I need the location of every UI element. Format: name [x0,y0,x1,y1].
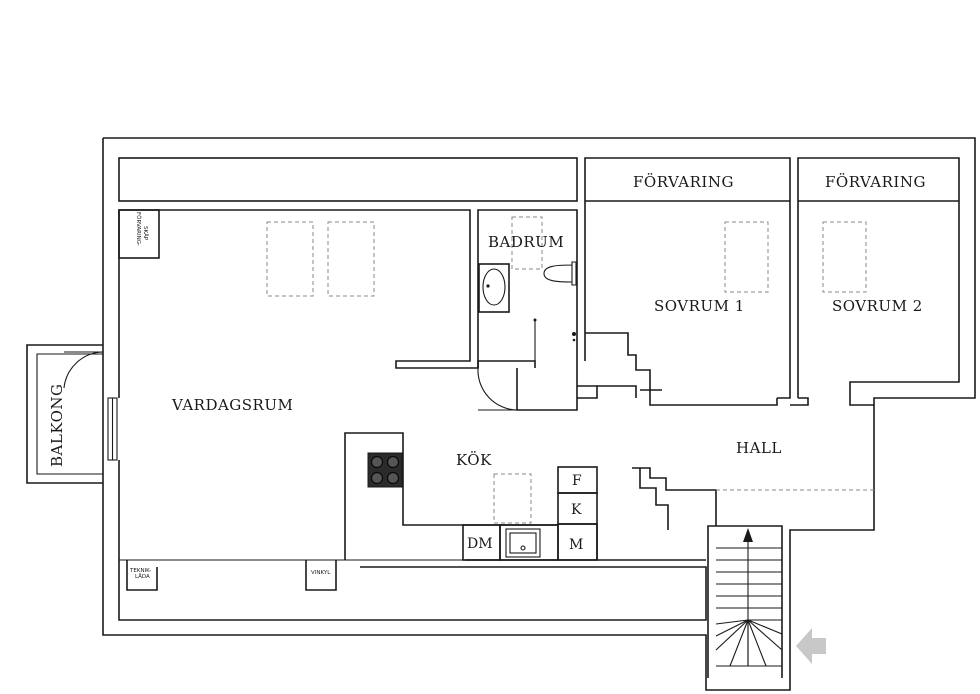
label-badrum: BADRUM [488,233,564,251]
label-forvaring-1: FÖRVARING [633,173,734,191]
top-storage-strip [118,157,578,202]
label-f: F [572,473,582,489]
vinkyl: VINKYL [305,560,337,591]
kitchen-sink-icon [505,528,541,558]
label-dm: DM [467,536,493,552]
forvaringsskap: FÖRVARING- SKÅP [118,209,160,259]
label-kok: KÖK [456,451,492,469]
forvaringsskap-label-2: SKÅP [142,226,149,241]
bedroom-2 [790,157,960,406]
bottom-storage-strip [118,559,707,621]
label-sovrum-1: SOVRUM 1 [654,297,745,315]
label-m: M [569,537,583,553]
bedroom-1 [577,157,791,406]
sink-icon [478,263,510,313]
label-forvaring-2: FÖRVARING [825,173,926,191]
label-k: K [571,502,582,518]
label-balkong: BALKONG [48,383,66,467]
stair-direction-arrow-icon [743,528,753,542]
balcony [26,344,118,484]
entrance-arrow-icon [796,628,826,664]
staircase [715,528,783,667]
label-hall: HALL [736,439,782,457]
label-sovrum-2: SOVRUM 2 [832,297,923,315]
living-room-walls [118,209,578,560]
stove-icon [367,452,403,488]
teknik-lada: TEKNIK- LÅDA [126,560,158,591]
label-vardagsrum: VARDAGSRUM [171,396,293,414]
hall [632,467,874,530]
teknik-label-1: TEKNIK- [129,568,151,574]
outer-walls [102,137,976,691]
kitchen [344,432,706,561]
vinkyl-label: VINKYL [311,570,331,576]
forvaringsskap-label-1: FÖRVARING- [135,212,142,246]
toilet-icon [543,261,577,286]
teknik-label-2: LÅDA [135,573,150,580]
furniture-outline [327,221,375,297]
furniture-outline [266,221,314,297]
sink-cabinet [499,524,559,561]
